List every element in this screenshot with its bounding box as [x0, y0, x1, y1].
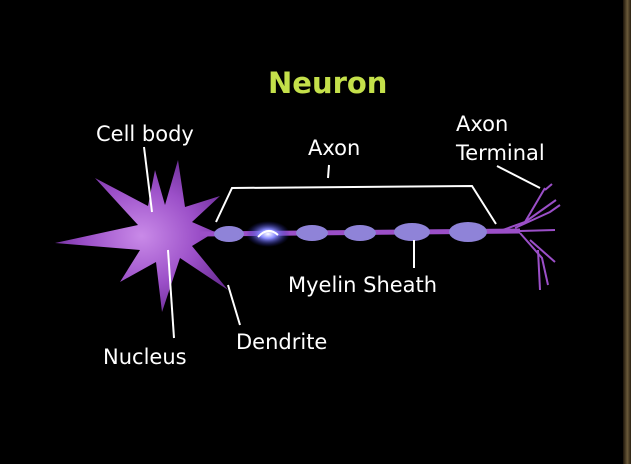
- myelin-segments: [214, 222, 487, 242]
- nucleus-label: Nucleus: [103, 345, 187, 369]
- myelin-sheath-label: Myelin Sheath: [288, 273, 438, 297]
- axon-terminal-label-line1: Axon: [456, 112, 509, 136]
- signal-glow: [246, 221, 290, 247]
- axon-terminal-shape: [499, 183, 561, 291]
- dendrite-label: Dendrite: [236, 330, 328, 354]
- cell-body-label: Cell body: [96, 122, 194, 146]
- frame-edge: [623, 0, 631, 464]
- axon-terminal-label-line2: Terminal: [456, 141, 545, 165]
- cell-body-shape: [55, 160, 228, 312]
- diagram-title: Neuron: [268, 66, 388, 100]
- pointer-lines: [143, 146, 541, 339]
- axon-label: Axon: [308, 136, 361, 160]
